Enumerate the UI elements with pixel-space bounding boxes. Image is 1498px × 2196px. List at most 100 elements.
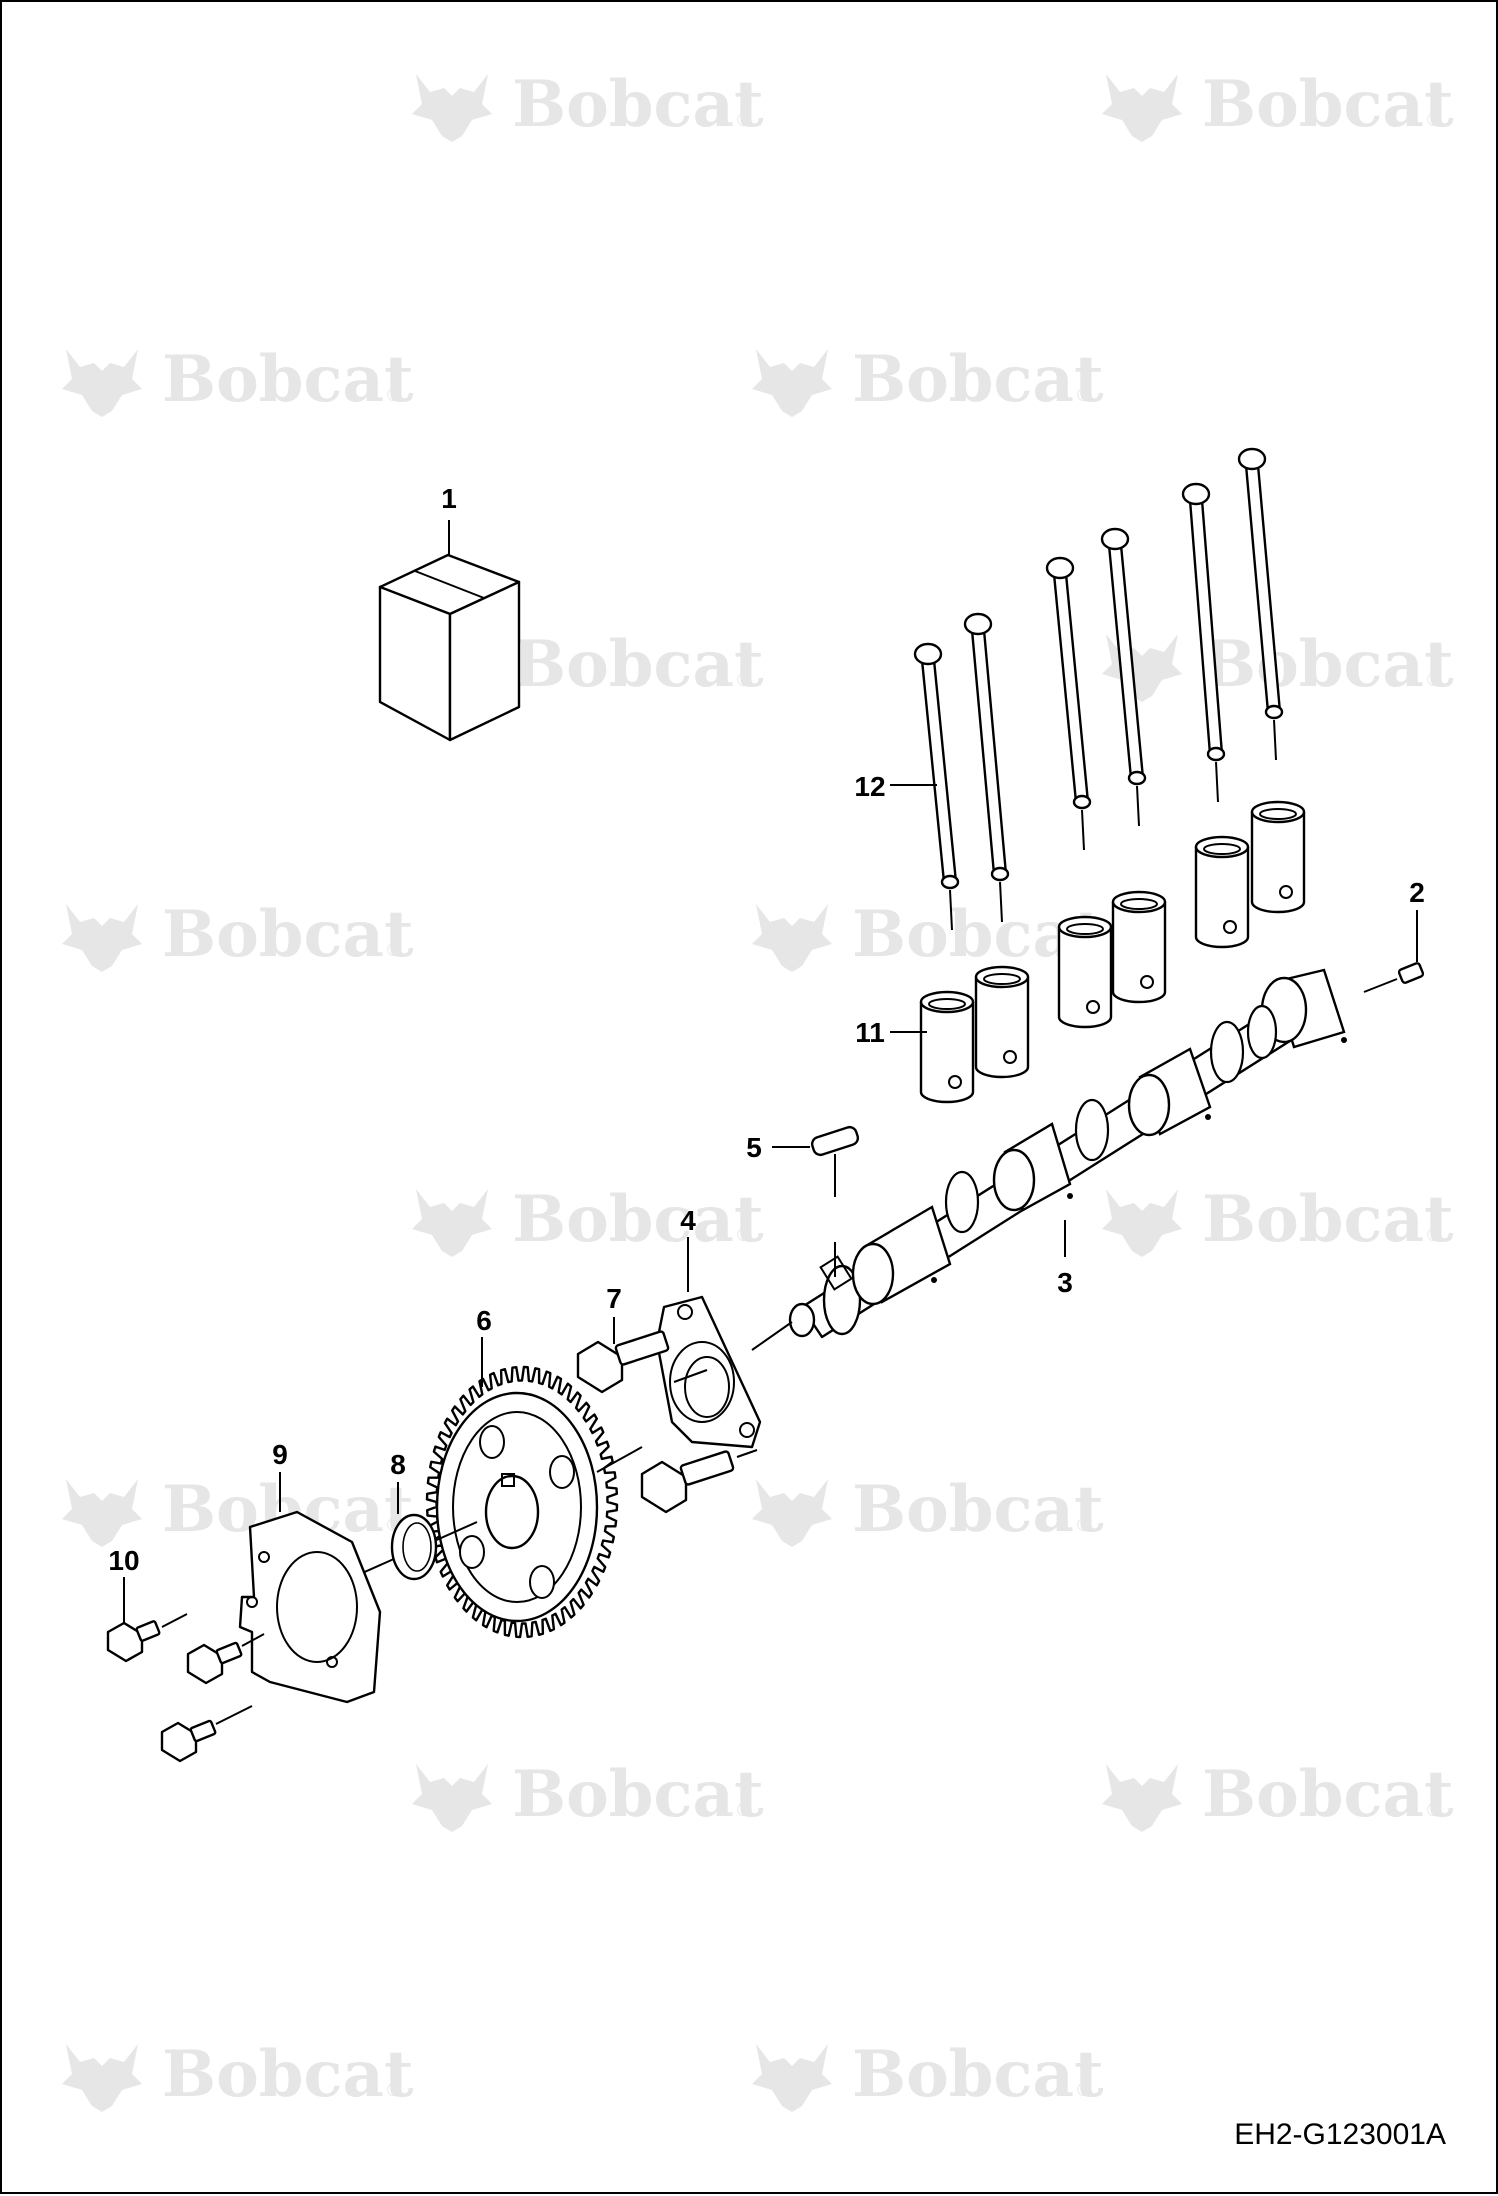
part-5-key	[772, 1125, 860, 1277]
part-4-thrust-plate	[655, 1237, 793, 1449]
watermark-15: Bobcat®	[752, 2037, 1104, 2112]
watermark-registered-mark: ®	[387, 385, 400, 405]
part-12-push-rods	[913, 447, 1284, 931]
bobcat-head-logo-icon	[752, 2044, 832, 2112]
watermark-brand: Bobcat	[852, 342, 1104, 417]
bobcat-head-logo-icon	[62, 1479, 142, 1547]
tappet-6	[1250, 800, 1306, 914]
watermark-brand: Bobcat	[162, 342, 414, 417]
push-rod-3	[1045, 556, 1092, 851]
watermark-1: Bobcat®	[1102, 67, 1454, 142]
watermark-registered-mark: ®	[737, 110, 750, 130]
callout-5: 5	[746, 1132, 762, 1163]
callout-12: 12	[854, 771, 885, 802]
part-2-pin	[1363, 910, 1425, 993]
watermark-registered-mark: ®	[737, 670, 750, 690]
watermark-registered-mark: ®	[387, 940, 400, 960]
callout-numbers: 1 2 3 4 5 6 7 8 9 10 11 12	[108, 483, 1424, 1576]
push-rod-1	[913, 642, 960, 931]
bobcat-head-logo-icon	[412, 1764, 492, 1832]
watermark-layer: Bobcat®Bobcat®Bobcat®Bobcat®Bobcat®Bobca…	[62, 67, 1454, 2112]
watermark-registered-mark: ®	[1077, 385, 1090, 405]
watermark-0: Bobcat®	[412, 67, 764, 142]
watermark-7: Bobcat®	[752, 897, 1104, 972]
tappet-1	[919, 990, 975, 1104]
callout-11: 11	[855, 1017, 885, 1048]
callout-3: 3	[1057, 1267, 1073, 1298]
watermark-brand: Bobcat	[1202, 1182, 1454, 1257]
tappet-5	[1194, 835, 1250, 949]
watermark-3: Bobcat®	[752, 342, 1104, 417]
watermark-registered-mark: ®	[737, 1225, 750, 1245]
bobcat-head-logo-icon	[1102, 1764, 1182, 1832]
watermark-registered-mark: ®	[1427, 670, 1440, 690]
drawing-reference-number: EH2-G123001A	[1234, 2118, 1446, 2151]
watermark-registered-mark: ®	[1427, 1800, 1440, 1820]
watermark-14: Bobcat®	[62, 2037, 414, 2112]
push-rod-5	[1181, 482, 1226, 803]
part-3-camshaft	[788, 968, 1347, 1339]
watermark-brand: Bobcat	[512, 67, 764, 142]
bobcat-head-logo-icon	[752, 904, 832, 972]
watermark-registered-mark: ®	[737, 1800, 750, 1820]
watermark-registered-mark: ®	[387, 2080, 400, 2100]
watermark-brand: Bobcat	[512, 627, 764, 702]
part-11-tappets	[919, 800, 1306, 1104]
watermark-registered-mark: ®	[1427, 1225, 1440, 1245]
watermark-5: Bobcat®	[1102, 627, 1454, 702]
callout-2: 2	[1409, 877, 1425, 908]
push-rod-6	[1237, 447, 1284, 761]
callout-1: 1	[441, 483, 457, 514]
watermark-8: Bobcat®	[412, 1182, 764, 1257]
push-rod-2	[963, 612, 1010, 923]
callout-9: 9	[272, 1439, 288, 1470]
callout-10: 10	[108, 1545, 139, 1576]
bobcat-head-logo-icon	[1102, 74, 1182, 142]
watermark-11: Bobcat®	[752, 1472, 1104, 1547]
bobcat-head-logo-icon	[412, 74, 492, 142]
watermark-9: Bobcat®	[1102, 1182, 1454, 1257]
watermark-registered-mark: ®	[1077, 2080, 1090, 2100]
watermark-brand: Bobcat	[852, 1472, 1104, 1547]
watermark-brand: Bobcat	[852, 2037, 1104, 2112]
bobcat-head-logo-icon	[752, 1479, 832, 1547]
watermark-brand: Bobcat	[1202, 67, 1454, 142]
bobcat-head-logo-icon	[412, 1189, 492, 1257]
part-10-bolts	[106, 1577, 265, 1763]
watermark-6: Bobcat®	[62, 897, 414, 972]
watermark-12: Bobcat®	[412, 1757, 764, 1832]
part-6-cam-gear	[341, 1337, 643, 1639]
bobcat-head-logo-icon	[752, 349, 832, 417]
part-9-gear-cover	[238, 1472, 382, 1704]
watermark-brand: Bobcat	[162, 2037, 414, 2112]
watermark-brand: Bobcat	[162, 897, 414, 972]
bobcat-head-logo-icon	[62, 904, 142, 972]
bobcat-head-logo-icon	[62, 2044, 142, 2112]
part-1-kit-box	[378, 553, 521, 742]
callout-6: 6	[476, 1305, 492, 1336]
callout-4: 4	[680, 1205, 696, 1236]
part-8-snap-ring	[390, 1482, 438, 1581]
tappet-2	[974, 965, 1030, 1079]
bobcat-head-logo-icon	[1102, 1189, 1182, 1257]
tappet-3	[1057, 915, 1113, 1029]
watermark-brand: Bobcat	[1202, 1757, 1454, 1832]
watermark-brand: Bobcat	[512, 1757, 764, 1832]
watermark-4: Bobcat®	[412, 627, 764, 702]
watermark-2: Bobcat®	[62, 342, 414, 417]
watermark-13: Bobcat®	[1102, 1757, 1454, 1832]
watermark-registered-mark: ®	[1077, 1515, 1090, 1535]
part-7-bolts	[576, 1317, 758, 1514]
callout-7: 7	[606, 1283, 622, 1314]
watermark-brand: Bobcat	[1202, 627, 1454, 702]
bobcat-head-logo-icon	[62, 349, 142, 417]
callout-8: 8	[390, 1449, 406, 1480]
push-rod-4	[1100, 527, 1147, 827]
watermark-registered-mark: ®	[1427, 110, 1440, 130]
watermark-brand: Bobcat	[512, 1182, 764, 1257]
watermark-10: Bobcat®	[62, 1472, 414, 1547]
tappet-4	[1111, 890, 1167, 1004]
bobcat-head-logo-icon	[1102, 634, 1182, 702]
